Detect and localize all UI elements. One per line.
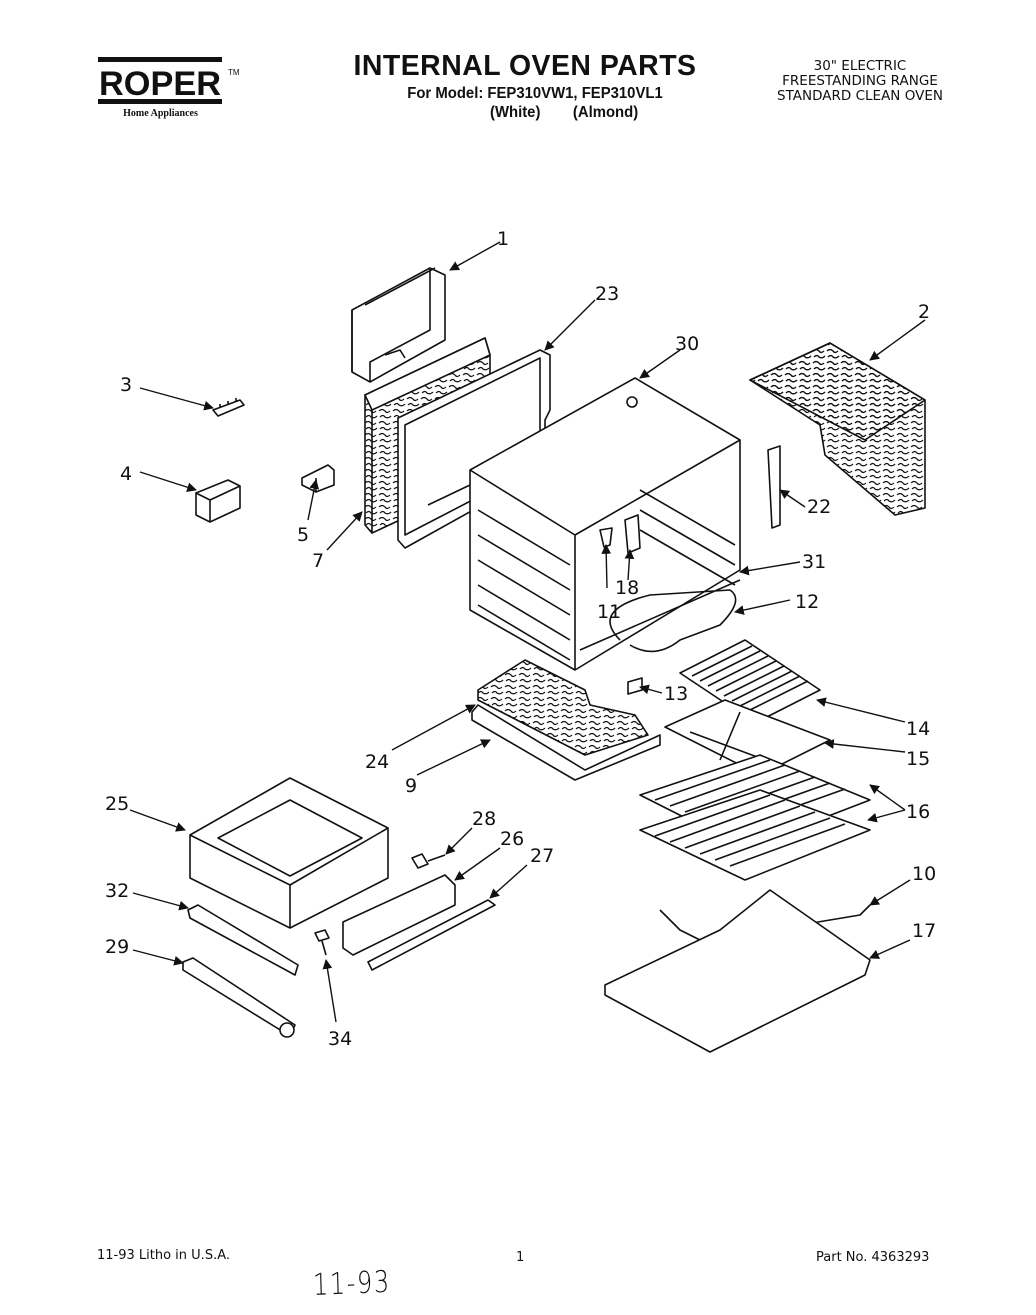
roper-logo-mark: ROPER TM [98,57,240,104]
callout-3: 3 [120,374,132,396]
part-broiler-grid [679,639,821,724]
part-side-strip [767,445,781,529]
part-drawer-front [342,874,456,956]
part-drawer-rail [367,899,496,971]
part-connector [627,677,643,695]
roper-logo: ROPER TM Home Appliances [98,55,248,125]
part-sensor [624,514,641,554]
callout-27: 27 [530,845,554,867]
description-line-3: STANDARD CLEAN OVEN [777,88,943,104]
part-number: Part No. 4363293 [816,1250,930,1265]
part-small-bracket [301,464,335,493]
part-drawer-slide-lower [182,957,296,1037]
callout-26: 26 [500,828,524,850]
callout-2: 2 [918,301,930,323]
description-line-2: FREESTANDING RANGE [782,73,938,89]
brand-wordmark: ROPER [99,65,221,103]
callout-13: 13 [664,683,688,705]
description-line-1: 30" ELECTRIC [813,58,907,74]
callout-28: 28 [472,808,496,830]
litho-note: 11-93 Litho in U.S.A. [97,1248,230,1263]
callout-24: 24 [365,751,389,773]
callout-1: 1 [497,228,509,250]
part-storage-drawer [189,777,389,929]
callout-9: 9 [405,775,417,797]
callout-25: 25 [105,793,129,815]
brand-subtitle: Home Appliances [123,108,198,119]
callout-31: 31 [802,551,826,573]
part-drawer-slide [187,904,299,976]
part-oven-bottom [604,889,871,1053]
part-screw-28 [411,853,446,869]
callout-10: 10 [912,863,936,885]
callout-18: 18 [615,577,639,599]
page-title: INTERNAL OVEN PARTS [353,50,697,82]
callout-numbers: 1 23 30 2 3 4 5 7 22 31 18 11 12 13 14 2… [105,228,936,1050]
part-bottom-insulation [477,659,649,756]
part-oven-racks [639,754,871,881]
part-broil-element [579,579,741,653]
callout-22: 22 [807,496,831,518]
callout-29: 29 [105,936,129,958]
callout-12: 12 [795,591,819,613]
callout-15: 15 [906,748,930,770]
callout-14: 14 [906,718,930,740]
callout-16: 16 [906,801,930,823]
callout-4: 4 [120,463,132,485]
callout-5: 5 [297,524,309,546]
color-almond-label: (Almond) [572,104,639,121]
part-top-insulation [749,342,926,516]
product-description: 30" ELECTRIC FREESTANDING RANGE STANDARD… [755,59,965,104]
part-bracket [195,479,241,523]
part-oven-cavity [469,377,741,671]
model-colors: (White) (Almond) [490,104,638,122]
callout-11: 11 [597,601,621,623]
part-bottom-pan [471,704,661,781]
callout-23: 23 [595,283,619,305]
handwritten-date: 11-93 [312,1264,392,1303]
callout-32: 32 [105,880,129,902]
color-white-label: (White) [490,104,541,121]
callout-30: 30 [675,333,699,355]
callout-leaders [129,241,926,1023]
part-vent-duct [351,267,446,383]
svg-text:TM: TM [228,68,240,77]
callout-7: 7 [312,550,324,572]
model-line: For Model: FEP310VW1, FEP310VL1 [407,85,663,102]
page-number: 1 [516,1250,525,1265]
callout-17: 17 [912,920,936,942]
part-clip [212,398,245,417]
part-screw-34 [314,929,330,956]
callout-34: 34 [328,1028,352,1050]
